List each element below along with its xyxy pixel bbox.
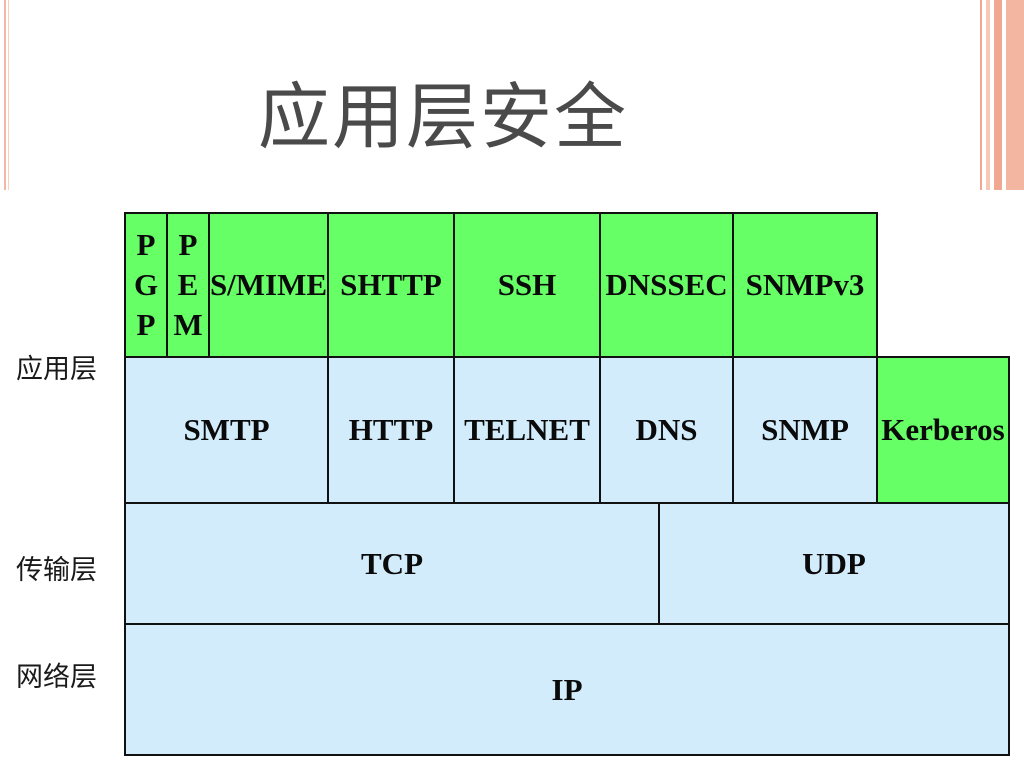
layer-label-application: 应用层 <box>16 354 97 385</box>
protocol-cell-dns: DNS <box>599 356 734 504</box>
layer-label-transport: 传输层 <box>16 555 97 586</box>
protocol-cell-tcp: TCP <box>124 502 660 625</box>
protocol-cell-telnet: TELNET <box>453 356 601 504</box>
left-decor-stripe-2 <box>8 0 9 190</box>
right-decor-stripes <box>978 0 1024 190</box>
protocol-cell-smtp: SMTP <box>124 356 329 504</box>
protocol-cell-pgp: P G P <box>124 212 168 358</box>
protocol-cell-ssh: SSH <box>453 212 601 358</box>
protocol-cell-kerberos: Kerberos <box>876 356 1010 504</box>
protocol-cell-pem: P E M <box>166 212 210 358</box>
protocol-cell-shttp: SHTTP <box>327 212 455 358</box>
protocol-cell-http: HTTP <box>327 356 455 504</box>
protocol-cell-dnssec: DNSSEC <box>599 212 734 358</box>
protocol-cell-snmp: SNMP <box>732 356 878 504</box>
protocol-cell-snmpv3: SNMPv3 <box>732 212 878 358</box>
slide-title: 应用层安全 <box>258 75 629 159</box>
left-decor-stripe <box>4 0 6 190</box>
protocol-cell-ip: IP <box>124 623 1010 756</box>
protocol-cell-smime: S/MIME <box>208 212 329 358</box>
layer-label-network: 网络层 <box>16 662 97 693</box>
protocol-cell-udp: UDP <box>658 502 1010 625</box>
